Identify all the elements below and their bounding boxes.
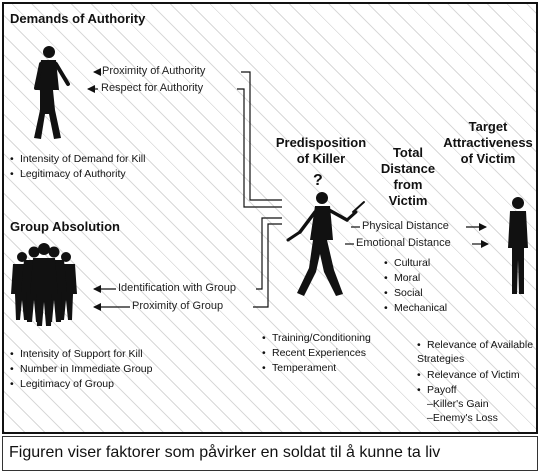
target-bullet: •Payoff — [417, 384, 457, 396]
target-sub-bullet: –Enemy's Loss — [427, 412, 498, 424]
question-mark-icon: ? — [313, 172, 323, 189]
authority-bullet: •Intensity of Demand for Kill — [10, 153, 146, 165]
proximity-of-group-label: Proximity of Group — [132, 300, 224, 312]
diagram-graphics — [11, 46, 528, 326]
killer-bullet: •Temperament — [262, 362, 337, 374]
killer-figure-icon — [286, 192, 365, 296]
distance-bullet: •Moral — [384, 272, 421, 284]
respect-for-authority-label: Respect for Authority — [101, 82, 204, 94]
diagram-panel: Demands of Authority Proximity of Author… — [2, 2, 538, 434]
group-heading: Group Absolution — [10, 219, 120, 234]
group-bullet: •Number in Immediate Group — [10, 363, 153, 375]
group-bullet: •Legitimacy of Group — [10, 378, 114, 390]
figure-caption: Figuren viser faktorer som påvirker en s… — [2, 436, 538, 471]
target-sub-bullet: –Killer's Gain — [427, 398, 489, 410]
killer-heading: Predisposition of Killer — [275, 135, 367, 166]
target-bullet: •Relevance of Available Strategies — [417, 339, 534, 365]
identification-with-group-label: Identification with Group — [118, 282, 237, 294]
group-connectors — [93, 217, 282, 311]
authority-figure-icon — [34, 46, 70, 139]
killer-bullet: •Training/Conditioning — [262, 332, 371, 344]
distance-connectors — [345, 223, 489, 248]
distance-heading: Total Distance from Victim — [380, 145, 436, 208]
authority-bullet: •Legitimacy of Authority — [10, 168, 126, 180]
authority-connectors — [87, 68, 282, 208]
target-bullet: •Relevance of Victim — [417, 369, 520, 381]
distance-bullet: •Cultural — [384, 257, 431, 269]
victim-figure-icon — [508, 197, 528, 294]
distance-bullet: •Social — [384, 287, 423, 299]
physical-distance-label: Physical Distance — [362, 220, 449, 232]
distance-bullet: •Mechanical — [384, 302, 448, 314]
emotional-distance-label: Emotional Distance — [356, 237, 451, 249]
proximity-of-authority-label: Proximity of Authority — [102, 65, 206, 77]
killer-bullet: •Recent Experiences — [262, 347, 366, 359]
target-heading: Target Attractiveness of Victim — [443, 119, 533, 166]
authority-heading: Demands of Authority — [10, 11, 146, 26]
group-figures-icon — [11, 243, 77, 326]
group-bullet: •Intensity of Support for Kill — [10, 348, 143, 360]
